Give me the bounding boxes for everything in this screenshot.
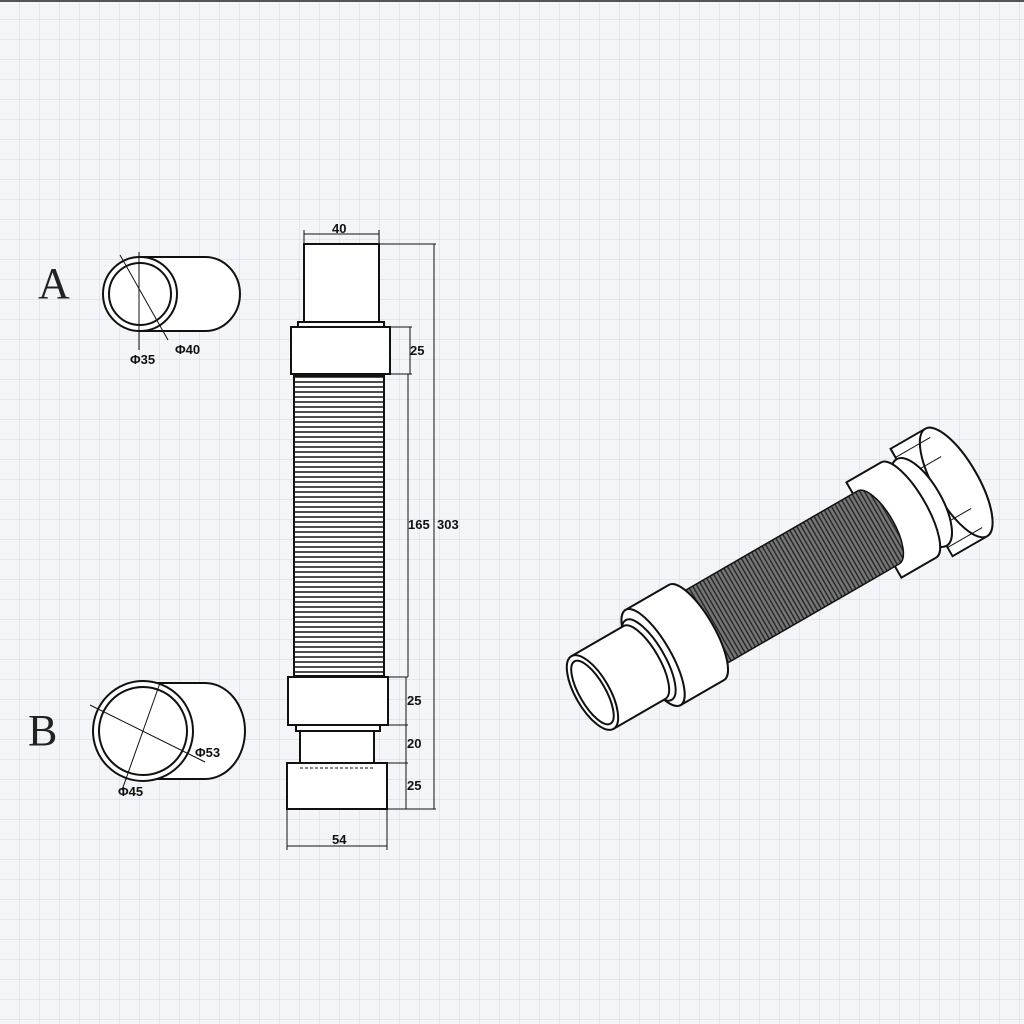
dim-total: 303: [437, 517, 459, 532]
diameter-a-inner: Φ35: [130, 352, 155, 367]
diameter-a-outer: Φ40: [175, 342, 200, 357]
diameter-b-inner: Φ45: [118, 784, 143, 799]
dim-top-ring: 25: [410, 343, 424, 358]
end-view-a: [102, 252, 241, 350]
side-elevation: [286, 230, 436, 850]
end-view-b: [89, 680, 246, 791]
dim-lower-ring: 25: [407, 693, 421, 708]
label-b: B: [28, 706, 57, 755]
label-a: A: [38, 259, 70, 308]
dim-corrugated: 165: [408, 517, 430, 532]
isometric-view: [565, 426, 994, 731]
dim-top-width: 40: [332, 221, 346, 236]
dim-bottom-ring: 25: [407, 778, 421, 793]
dim-bottom-width: 54: [332, 832, 347, 847]
dim-neck: 20: [407, 736, 421, 751]
diameter-b-outer: Φ53: [195, 745, 220, 760]
